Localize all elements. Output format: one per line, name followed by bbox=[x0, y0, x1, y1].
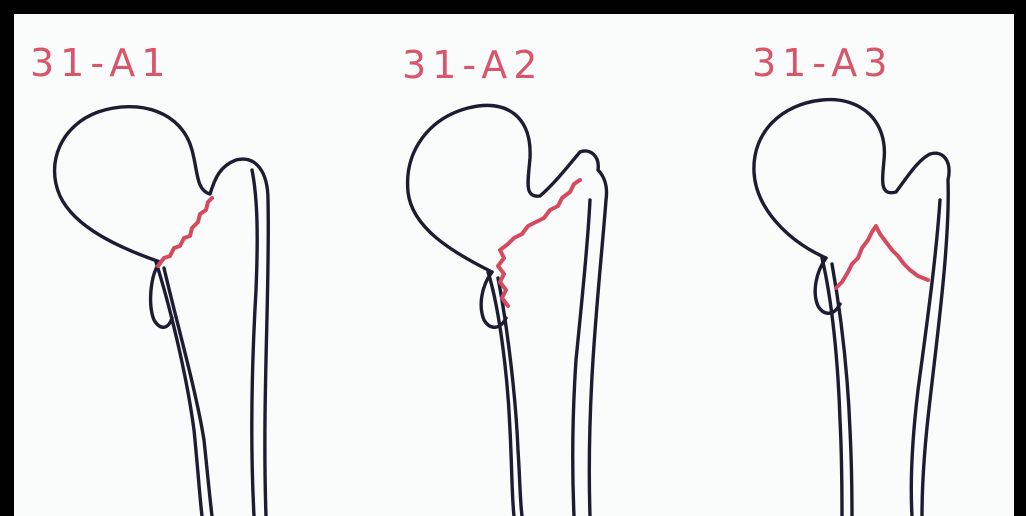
frame-left bbox=[0, 0, 14, 516]
panel-label: 31-A2 bbox=[402, 43, 543, 87]
panel-label: 31-A1 bbox=[30, 41, 171, 85]
frame-top bbox=[0, 0, 1026, 14]
frame-right bbox=[1014, 0, 1026, 516]
panel-label: 31-A3 bbox=[752, 41, 893, 85]
